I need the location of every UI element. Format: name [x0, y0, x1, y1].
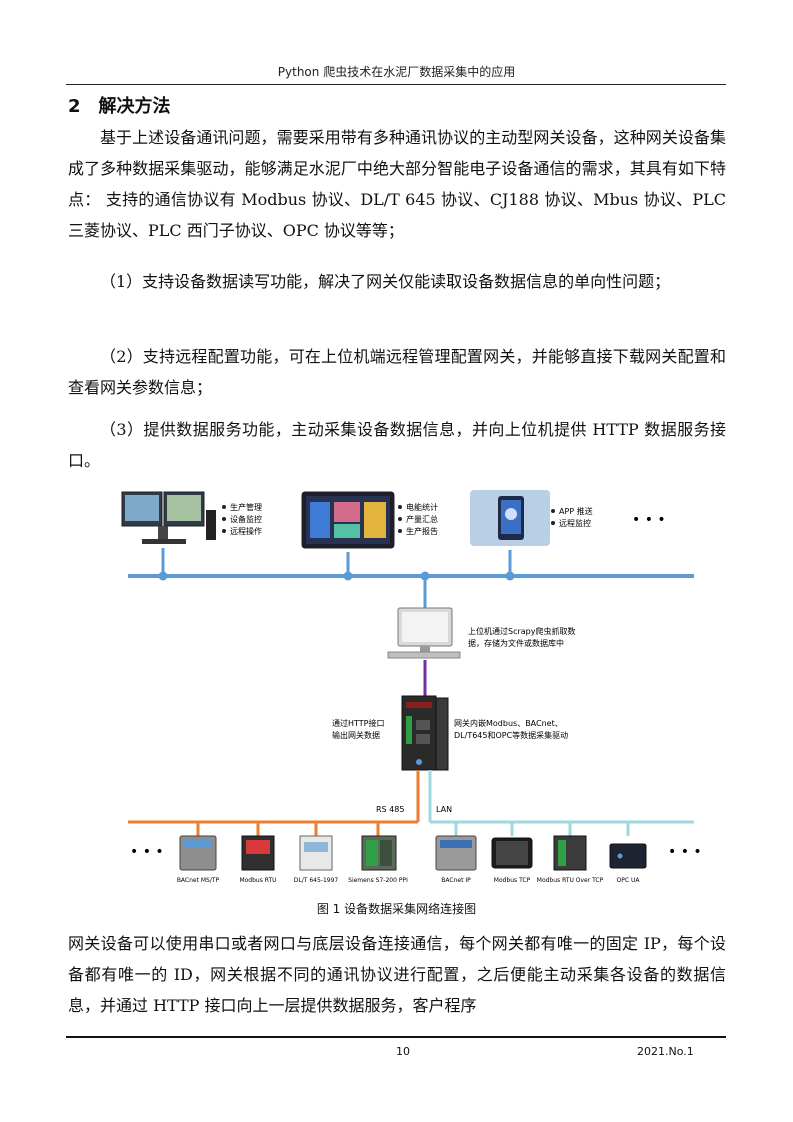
bullet-label: 电能统计 — [406, 502, 438, 512]
field-device-icon — [361, 835, 397, 871]
device-label: DL/T 645-1997 — [294, 877, 339, 884]
section-number: 2 — [68, 96, 81, 117]
bus-node — [505, 571, 515, 581]
bus-node — [420, 571, 430, 581]
gateway-right-note-1: 网关内嵌Modbus、BACnet、 — [454, 718, 563, 728]
bullet-label: 生产报告 — [406, 526, 438, 536]
device-label: Siemens S7-200 PPI — [348, 877, 408, 884]
field-device-icon — [491, 837, 533, 869]
ellipsis-right: • • • — [668, 844, 702, 860]
lan-label: LAN — [436, 805, 452, 814]
ellipsis-top: • • • — [632, 512, 666, 528]
field-device-icon — [241, 835, 275, 871]
gateway-left-note-1: 通过HTTP接口 — [332, 718, 384, 728]
section-heading: 2 解决方法 — [68, 92, 171, 118]
bullet-label: 产量汇总 — [406, 514, 438, 524]
paragraph-item-1: （1）支持设备数据读写功能，解决了网关仅能读取设备数据信息的单向性问题； — [100, 272, 671, 291]
dashboard-monitor-icon — [301, 491, 395, 549]
field-device-icon — [299, 835, 333, 871]
field-device-icon — [435, 835, 477, 871]
footer-rule — [66, 1036, 726, 1038]
gateway-device-icon — [401, 695, 449, 771]
section-title: 解决方法 — [98, 96, 171, 117]
bullet-label: APP 推送 — [559, 506, 593, 516]
rs485-label: RS 485 — [376, 805, 404, 814]
paragraph-after-figure: 网关设备可以使用串口或者网口与底层设备连接通信，每个网关都有唯一的固定 IP，每… — [68, 934, 726, 1015]
field-device-icon — [553, 835, 587, 871]
paragraph-intro: 基于上述设备通讯问题，需要采用带有多种通讯协议的主动型网关设备，这种网关设备集成… — [68, 128, 726, 240]
page-number: 10 — [396, 1045, 410, 1058]
group-1-bullets: 生产管理 设备监控 远程操作 — [222, 502, 262, 536]
bullet-label: 设备监控 — [230, 514, 262, 524]
bullet-label: 远程操作 — [230, 526, 262, 536]
device-label: Modbus TCP — [494, 877, 531, 884]
ellipsis-left: • • • — [130, 844, 164, 860]
device-label: Modbus RTU Over TCP — [537, 877, 604, 884]
issue-label: 2021.No.1 — [637, 1045, 694, 1058]
network-diagram: 生产管理 设备监控 远程操作 电能统计 产量汇总 生产报告 APP 推送 远程监… — [121, 490, 702, 884]
gateway-right-note-2: DL/T645和OPC等数据采集驱动 — [454, 730, 568, 740]
device-label: BACnet MS/TP — [177, 877, 220, 884]
host-note-line-2: 据，存储为文件或数据库中 — [468, 638, 564, 648]
bullet-label: 远程监控 — [559, 518, 591, 528]
device-label: OPC UA — [617, 877, 641, 884]
header-rule — [66, 84, 726, 85]
host-computer-icon — [387, 607, 461, 659]
pc-workstation-icon — [121, 491, 216, 544]
group-2-bullets: 电能统计 产量汇总 生产报告 — [398, 502, 438, 536]
figure-caption: 图 1 设备数据采集网络连接图 — [316, 902, 477, 916]
group-3-bullets: APP 推送 远程监控 — [551, 506, 593, 528]
paragraph-item-2: （2）支持远程配置功能，可在上位机端远程管理配置网关，并能够直接下载网关配置和查… — [68, 347, 726, 397]
bullet-label: 生产管理 — [230, 502, 262, 512]
bus-node — [343, 571, 353, 581]
field-device-icon — [179, 835, 217, 871]
host-note-line-1: 上位机通过Scrapy爬虫抓取数 — [468, 626, 575, 636]
paragraph-item-3: （3）提供数据服务功能，主动采集设备数据信息，并向上位机提供 HTTP 数据服务… — [68, 420, 726, 470]
bus-node — [158, 571, 168, 581]
field-device-icon — [609, 843, 647, 869]
running-header: Python 爬虫技术在水泥厂数据采集中的应用 — [277, 65, 516, 79]
gateway-left-note-2: 输出网关数据 — [332, 730, 380, 740]
device-label: Modbus RTU — [239, 877, 276, 884]
smartphone-app-icon — [470, 490, 550, 546]
device-label: BACnet IP — [441, 877, 471, 884]
